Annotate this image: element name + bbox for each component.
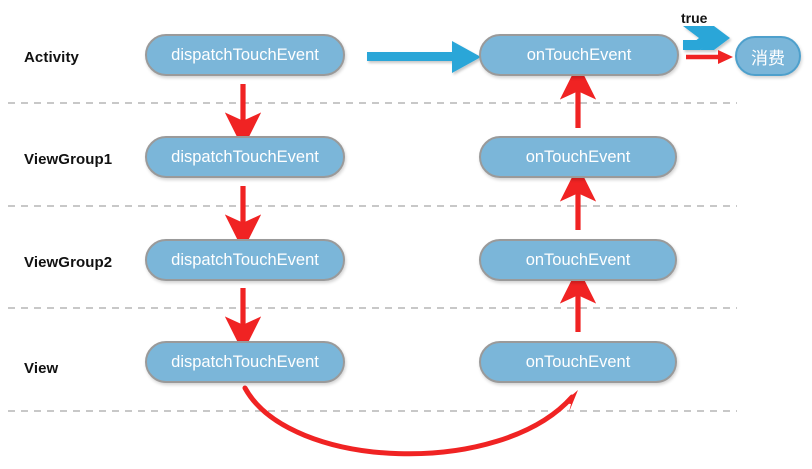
blue-chevron-arrow-true bbox=[683, 26, 730, 50]
node-viewgroup1-dispatch-touch-event[interactable]: dispatchTouchEvent bbox=[145, 136, 345, 178]
node-view-on-touch-event[interactable]: onTouchEvent bbox=[479, 341, 677, 383]
row-label-viewgroup2: ViewGroup2 bbox=[24, 254, 113, 271]
node-activity-dispatch-touch-event[interactable]: dispatchTouchEvent bbox=[145, 34, 345, 76]
node-activity-on-touch-event[interactable]: onTouchEvent bbox=[479, 34, 679, 76]
node-viewgroup2-dispatch-touch-event[interactable]: dispatchTouchEvent bbox=[145, 239, 345, 281]
node-view-dispatch-touch-event[interactable]: dispatchTouchEvent bbox=[145, 341, 345, 383]
blue-arrow-dispatch-to-ontouch bbox=[367, 41, 481, 73]
row-label-viewgroup1: ViewGroup1 bbox=[24, 151, 113, 168]
row-label-view: View bbox=[24, 360, 59, 377]
row-label-activity: Activity bbox=[24, 49, 79, 66]
node-viewgroup2-on-touch-event[interactable]: onTouchEvent bbox=[479, 239, 677, 281]
edge-label-true: true bbox=[681, 10, 708, 26]
node-viewgroup1-on-touch-event[interactable]: onTouchEvent bbox=[479, 136, 677, 178]
red-arrow-to-consume bbox=[686, 50, 733, 64]
red-curve-view-dispatch-to-ontouch bbox=[242, 385, 578, 457]
node-consume[interactable]: 消费 bbox=[735, 36, 801, 76]
